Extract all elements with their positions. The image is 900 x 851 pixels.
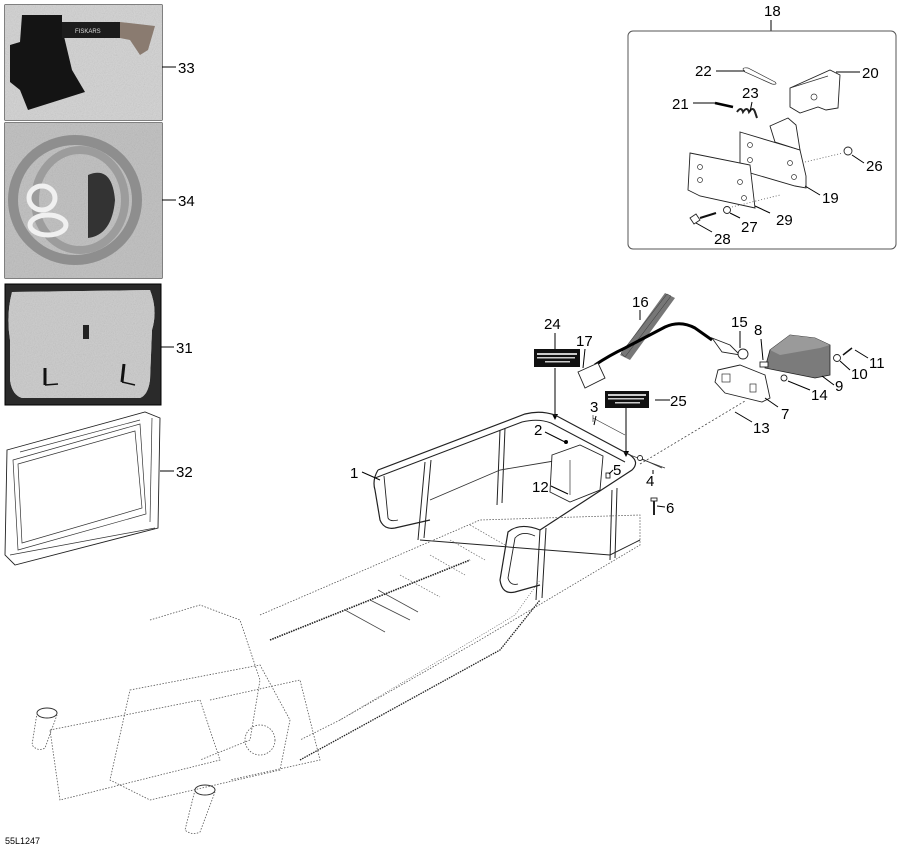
rope-shadow xyxy=(88,172,115,238)
callout-26[interactable]: 26 xyxy=(866,158,883,175)
callout-22[interactable]: 22 xyxy=(695,63,712,80)
hitch-inset-box xyxy=(627,30,897,250)
callout-13[interactable]: 13 xyxy=(753,420,770,437)
callout-11[interactable]: 11 xyxy=(869,355,885,372)
cargo-rack[interactable] xyxy=(373,411,666,601)
hatchet-head xyxy=(10,15,85,110)
light-base-7 xyxy=(714,364,771,403)
callout-16[interactable]: 16 xyxy=(632,294,649,311)
callout-25[interactable]: 25 xyxy=(670,393,687,410)
callout-8[interactable]: 8 xyxy=(754,322,762,339)
tail-light[interactable] xyxy=(714,334,853,403)
callout-28[interactable]: 28 xyxy=(714,231,731,248)
callout-32[interactable]: 32 xyxy=(176,464,193,481)
connector-17 xyxy=(577,362,606,389)
callout-14[interactable]: 14 xyxy=(811,387,828,404)
hitch-assembly[interactable] xyxy=(687,67,853,225)
callout-18[interactable]: 18 xyxy=(764,3,781,20)
callout-17[interactable]: 17 xyxy=(576,333,593,350)
callout-9[interactable]: 9 xyxy=(835,378,843,395)
callout-19[interactable]: 19 xyxy=(822,190,839,207)
callout-23[interactable]: 23 xyxy=(742,85,759,102)
callout-20[interactable]: 20 xyxy=(862,65,879,82)
socket-15 xyxy=(737,348,749,360)
wiring-harness[interactable] xyxy=(577,293,749,389)
callout-21[interactable]: 21 xyxy=(672,96,689,113)
photo-tow-rope[interactable] xyxy=(4,122,163,279)
callout-27[interactable]: 27 xyxy=(741,219,758,236)
drawing-frame-panel[interactable] xyxy=(4,411,161,566)
callout-31[interactable]: 31 xyxy=(176,340,193,357)
callout-24[interactable]: 24 xyxy=(544,316,561,333)
callout-29[interactable]: 29 xyxy=(776,212,793,229)
photo-cargo-box[interactable] xyxy=(4,283,162,406)
callout-34[interactable]: 34 xyxy=(178,193,195,210)
box-latch-icon xyxy=(83,325,89,339)
callout-33[interactable]: 33 xyxy=(178,60,195,77)
hatchet-handle-grip xyxy=(62,22,120,38)
callout-10[interactable]: 10 xyxy=(851,366,868,383)
hatchet-handle-tip xyxy=(120,22,155,55)
callout-7[interactable]: 7 xyxy=(781,406,789,423)
svg-text:FISKARS: FISKARS xyxy=(75,29,101,35)
photo-hatchet[interactable]: FISKARS xyxy=(4,4,163,121)
callout-15[interactable]: 15 xyxy=(731,314,748,331)
rope-hook-icon xyxy=(26,183,58,213)
